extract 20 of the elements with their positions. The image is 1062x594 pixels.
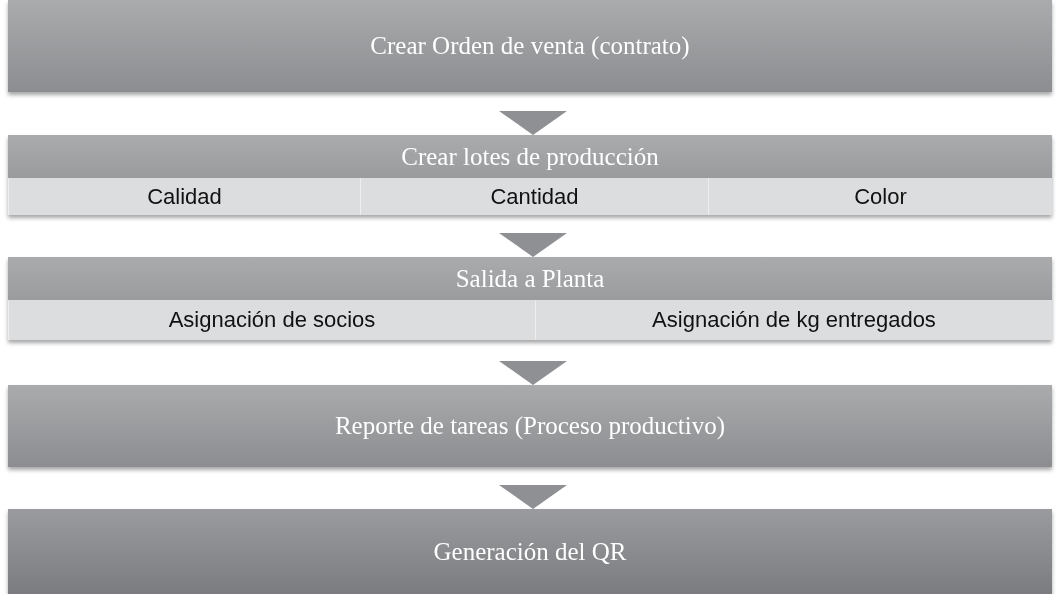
step-title: Crear Orden de venta (contrato) [370,32,690,60]
sub-step-box [8,178,360,215]
sub-step-box [535,300,1052,340]
process-band [8,135,1052,215]
process-band [8,385,1052,467]
step-label: Calidad [147,183,222,210]
process-band [8,0,1052,92]
sub-step-box [360,178,708,215]
step-title: Crear lotes de producción [401,142,659,171]
step-title: Generación del QR [433,537,627,566]
process-band [8,257,1052,340]
step-label: Asignación de kg entregados [652,307,936,333]
process-band [8,509,1052,594]
step-label: Asignación de socios [168,307,376,333]
step-label: Cantidad [490,183,579,210]
sub-step-box [708,178,1052,215]
step-title: Reporte de tareas (Proceso productivo) [334,412,726,440]
step-label: Color [854,183,907,210]
step-title: Salida a Planta [455,264,605,293]
sub-step-box [8,300,535,340]
